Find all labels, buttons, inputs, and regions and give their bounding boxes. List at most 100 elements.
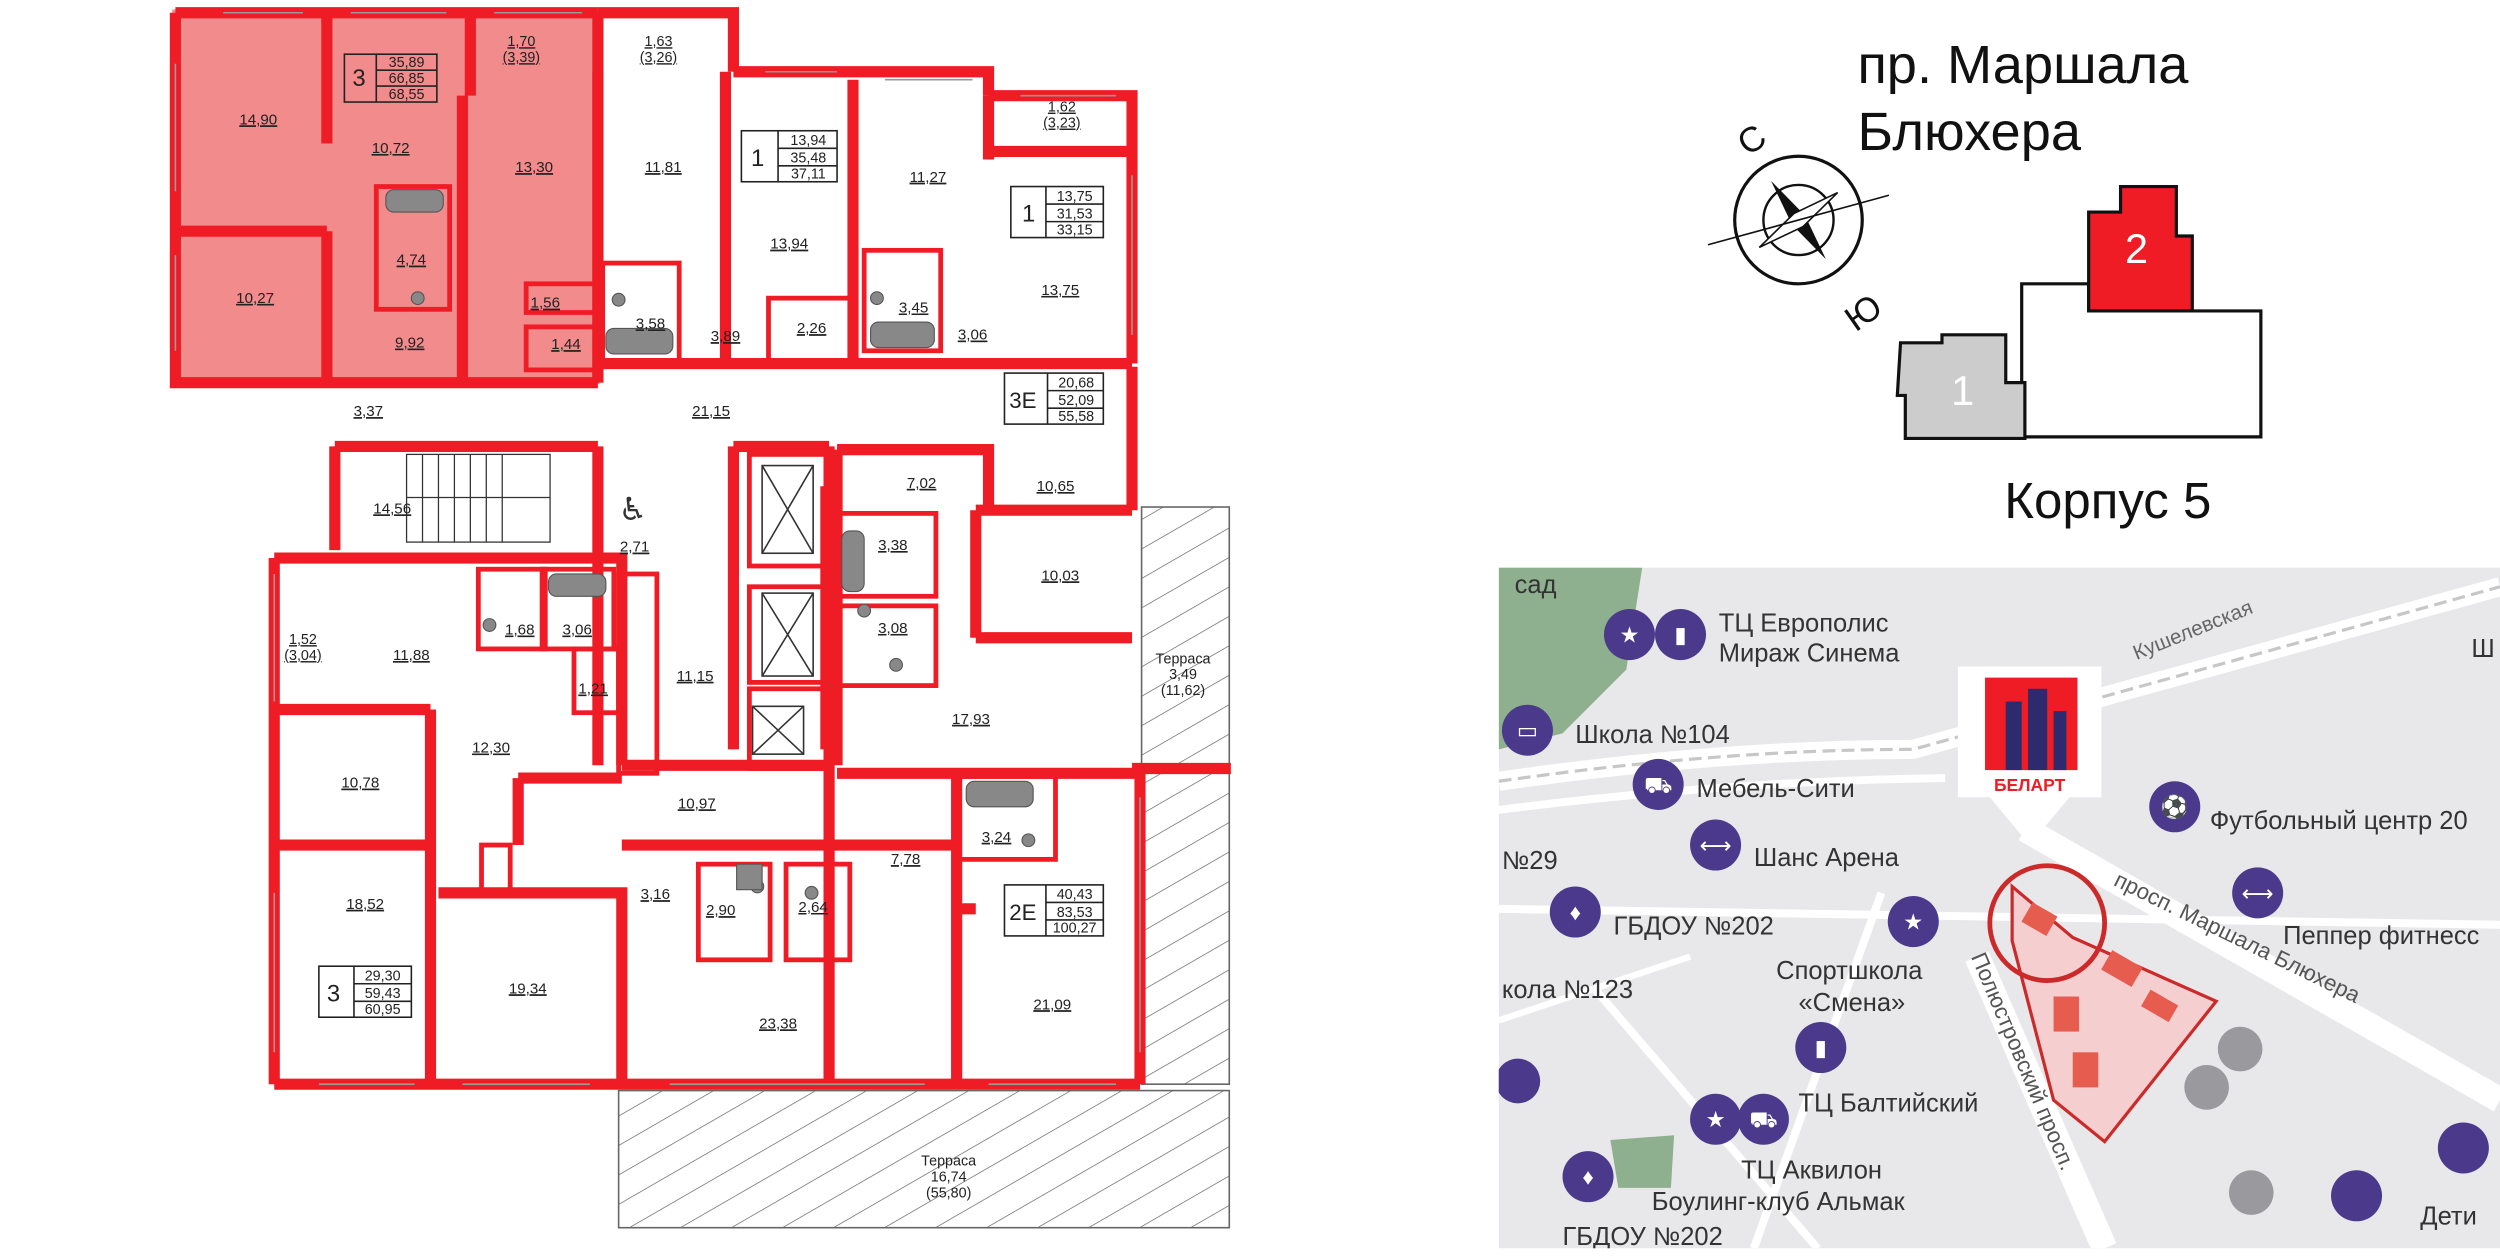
korpus-label: Корпус 5 (2004, 472, 2211, 529)
room-area: 1,21 (578, 681, 607, 698)
full-area: 68,55 (389, 87, 425, 103)
room-area: 14,90 (239, 111, 277, 128)
map-label: Дети (2420, 1202, 2477, 1230)
map-label: Боулинг-клуб Альмак (1652, 1188, 1906, 1216)
svg-text:⚽: ⚽ (2160, 794, 2189, 820)
room-area: 3,06 (958, 327, 987, 344)
room-area: 3,24 (982, 829, 1011, 846)
svg-text:⛟: ⛟ (1644, 772, 1672, 797)
room-area: 2,90 (706, 902, 735, 919)
book-icon (2217, 1026, 2263, 1072)
room-area: 10,65 (1037, 478, 1075, 495)
room-area: 3,38 (878, 537, 907, 554)
apartment-info-a2e[interactable]: 2Е 40,43 83,53 100,27 (1003, 884, 1105, 937)
shopping-bag-icon (1654, 609, 1707, 661)
map-label: ГБДОУ №202 (1614, 912, 1774, 940)
svg-text:★: ★ (1706, 1107, 1726, 1132)
apartment-info-a3b[interactable]: 3 29,30 59,43 60,95 (318, 965, 413, 1018)
balcony-area: 1,63 (645, 34, 673, 50)
map-label: Футбольный центр 20 (2210, 807, 2468, 835)
map-label: «Смена» (1798, 989, 1905, 1017)
cart-icon (1632, 758, 1684, 810)
total-area: 83,53 (1057, 905, 1093, 921)
full-area: 33,15 (1057, 222, 1093, 238)
room-area: 1,68 (505, 622, 534, 639)
map-label: сад (1515, 571, 1557, 599)
svg-text:▮: ▮ (1674, 623, 1686, 648)
apartment-rooms: 1 (1022, 201, 1035, 228)
svg-text:⟷: ⟷ (2242, 881, 2274, 906)
apartment-info-a3[interactable]: 3 35,89 66,85 68,55 (343, 53, 438, 103)
room-area: 4,74 (397, 252, 426, 269)
map-label: кола №123 (1502, 976, 1633, 1004)
child-icon (2437, 1122, 2489, 1174)
terrace-east (1140, 506, 1231, 1085)
building-2-label: 2 (2125, 225, 2148, 272)
room-area: 13,30 (515, 159, 553, 176)
svg-text:★: ★ (1619, 623, 1639, 648)
apartment-info-a1a[interactable]: 1 13,94 35,48 37,11 (740, 129, 838, 183)
building-2[interactable] (2087, 184, 2194, 313)
room-area: 3,58 (636, 315, 665, 332)
room-area: 3,45 (899, 300, 928, 317)
full-area: 100,27 (1053, 921, 1097, 937)
map-label: Мираж Синема (1719, 640, 1900, 668)
map-label: Мебель-Сити (1696, 775, 1854, 803)
map-label: Пеппер фитнесс (2283, 922, 2479, 950)
living-area: 35,89 (389, 55, 425, 71)
room-area: 14,56 (373, 500, 411, 517)
apartment-info-a1b[interactable]: 1 13,75 31,53 33,15 (1010, 185, 1105, 239)
total-area: 52,09 (1058, 393, 1094, 409)
apartment-rooms: 3Е (1009, 388, 1036, 413)
balcony-area: 1,70 (507, 34, 535, 50)
street-name-line2: Блюхера (1857, 102, 2081, 162)
room-area: 3,89 (711, 328, 740, 345)
terrace-south (617, 1089, 1231, 1229)
terrace-area: 3,49 (1169, 667, 1197, 683)
balcony-area: 1,52 (289, 632, 317, 648)
room-area: 10,97 (678, 795, 716, 812)
balcony-area: 1,62 (1048, 100, 1076, 116)
room-area: 19,34 (509, 980, 547, 997)
total-area: 35,48 (790, 151, 826, 167)
room-area: 17,93 (952, 711, 990, 728)
location-map[interactable]: БЕЛАРТ (1496, 567, 2500, 1249)
full-area: 37,11 (791, 167, 826, 183)
room-area: 3,37 (354, 403, 383, 420)
accessibility-icon: ♿ (619, 491, 648, 527)
room-area: 12,30 (472, 740, 510, 757)
map-label: Школа №104 (1575, 721, 1729, 749)
dress-icon (1562, 1151, 1614, 1203)
star-icon (1603, 609, 1655, 661)
room-area: 1,44 (551, 336, 580, 353)
room-area: 3,06 (562, 622, 591, 639)
room-area: 11,88 (393, 647, 430, 664)
floor-plan: ♿ 14,90 10,72 13,30 4,74 10,27 9,92 1,56… (169, 7, 1231, 1229)
svg-text:♦: ♦ (1582, 1165, 1593, 1190)
room-area: 11,81 (645, 159, 682, 176)
building-1[interactable] (1895, 333, 2027, 441)
room-area: 2,71 (620, 539, 649, 556)
dress-icon (1549, 886, 1601, 938)
shopping-bag-icon (1795, 1022, 1847, 1074)
room-area: 10,72 (372, 140, 410, 157)
room-area: 10,27 (236, 290, 274, 307)
room-area: 13,94 (770, 236, 808, 253)
room-area: 11,27 (910, 169, 947, 186)
room-area: 11,15 (677, 668, 714, 685)
balcony-area-total: (3,23) (1043, 116, 1080, 132)
building-1-label: 1 (1951, 367, 1974, 414)
apartment-info-a3e[interactable]: 3Е 20,68 52,09 55,58 (1003, 372, 1105, 425)
balcony-area-total: (3,26) (640, 50, 677, 66)
brand-name: БЕЛАРТ (1994, 775, 2066, 795)
map-label: ГБДОУ №202 (1563, 1223, 1723, 1248)
map-label: ТЦ Балтийский (1798, 1089, 1978, 1117)
book-icon (1501, 704, 1553, 756)
room-area: 3,16 (641, 886, 670, 903)
svg-text:♦: ♦ (1570, 900, 1581, 925)
full-area: 60,95 (365, 1002, 401, 1018)
apartment-rooms: 3 (352, 65, 365, 92)
site-highlight-circle (1987, 863, 2107, 983)
compass-icon (1707, 154, 1890, 286)
room-area: 2,26 (797, 320, 826, 337)
